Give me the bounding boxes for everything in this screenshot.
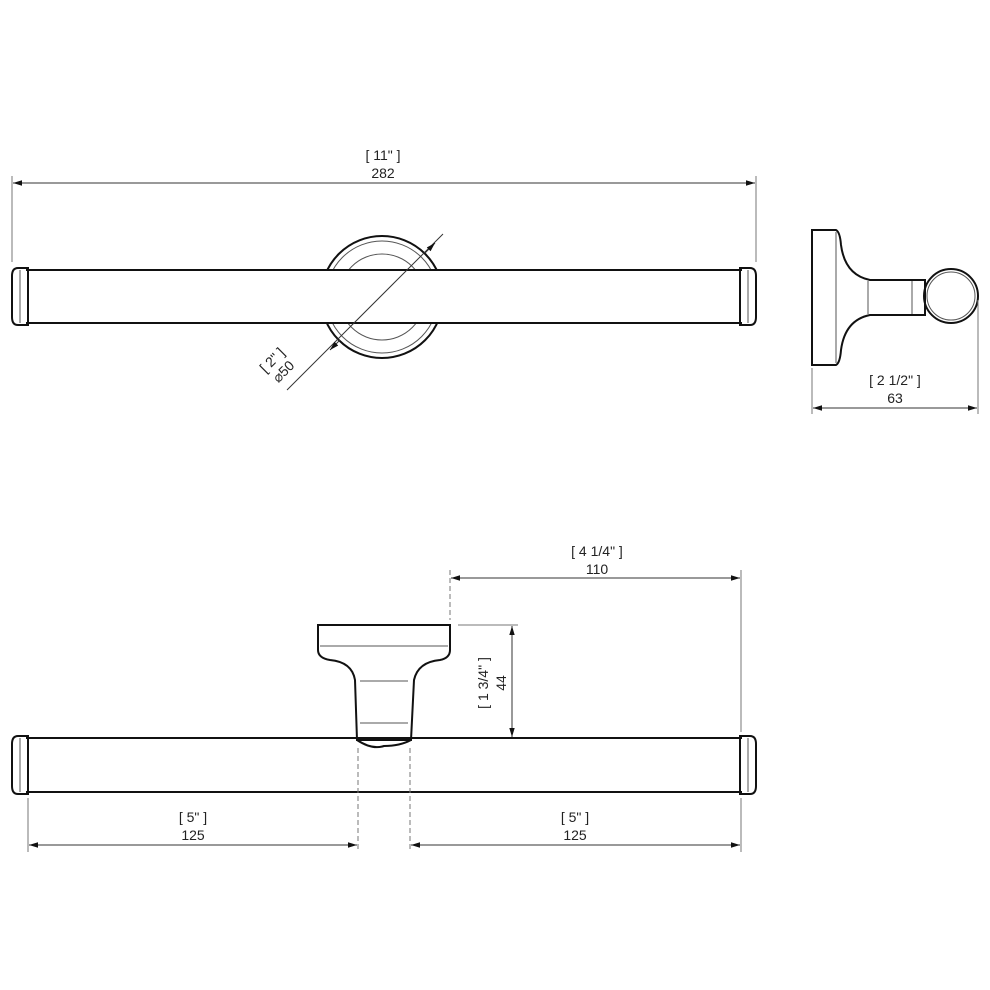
mount: [317, 624, 451, 749]
length-inches: [ 11" ]: [365, 147, 400, 163]
right-arm-mm: 125: [563, 827, 587, 843]
height-dimension: [ 1 3/4" ] 44: [458, 624, 518, 737]
right-span-dimension: [ 4 1/4" ] 110: [449, 543, 742, 732]
height-inches: [ 1 3/4" ]: [475, 657, 491, 709]
top-view: [ 11" ] 282 [ 2" ] ⌀50: [11, 147, 757, 391]
height-mm: 44: [493, 675, 509, 691]
roll-bar: [11, 267, 757, 326]
left-arm-inches: [ 5" ]: [179, 809, 207, 825]
length-mm: 282: [371, 165, 395, 181]
right-span-inches: [ 4 1/4" ]: [571, 543, 623, 559]
depth-mm: 63: [887, 390, 903, 406]
front-view: [ 4 1/4" ] 110 [ 1 3/4" ] 44 [ 5" ] 125 …: [11, 543, 757, 852]
left-arm-mm: 125: [181, 827, 205, 843]
side-view: [ 2 1/2" ] 63: [811, 229, 979, 414]
right-arm-inches: [ 5" ]: [561, 809, 589, 825]
length-dimension: [ 11" ] 282: [11, 147, 757, 262]
arm-dimensions: [ 5" ] 125 [ 5" ] 125: [27, 748, 742, 852]
depth-inches: [ 2 1/2" ]: [869, 372, 921, 388]
roll-bar: [11, 735, 757, 795]
right-span-mm: 110: [586, 561, 609, 577]
